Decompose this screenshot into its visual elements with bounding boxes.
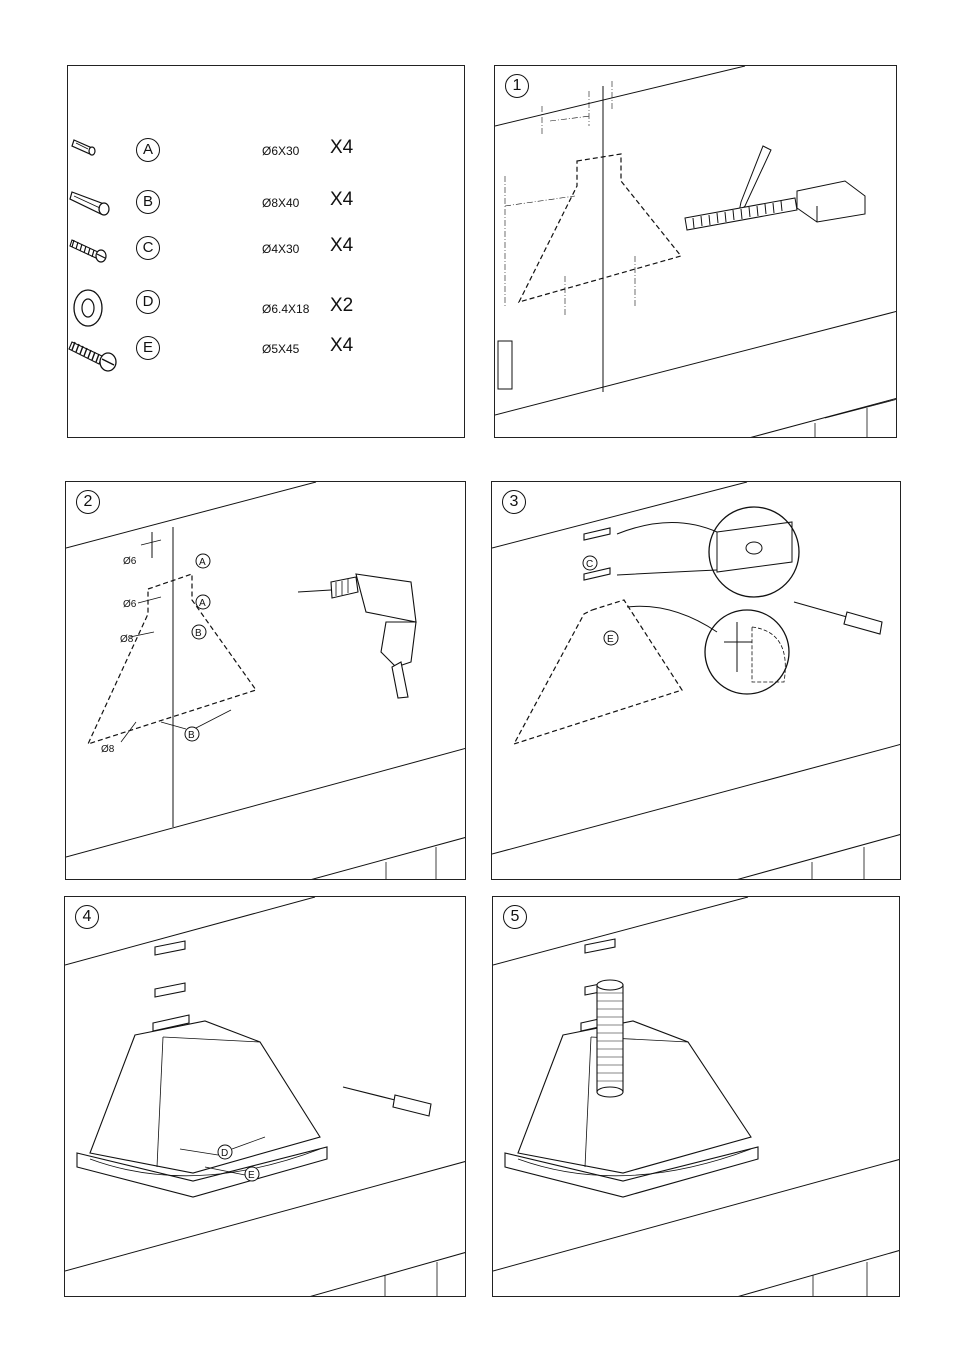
part-row-e: E Ø5X45 X4	[68, 332, 464, 372]
diameter-label-8-bottom: Ø8	[101, 744, 115, 755]
part-size: Ø6X30	[262, 144, 299, 158]
callout-d: D	[221, 1148, 228, 1159]
part-quantity: X2	[330, 295, 353, 317]
step-2-illustration: A A B B Ø6 Ø6 Ø8 Ø8	[66, 482, 466, 880]
wall-plug-large-icon	[68, 186, 118, 222]
part-quantity: X4	[330, 189, 353, 211]
part-size: Ø8X40	[262, 196, 299, 210]
wall-plug-small-icon	[68, 134, 108, 164]
part-size: Ø4X30	[262, 242, 299, 256]
callout-b-bottom: B	[188, 730, 195, 741]
part-quantity: X4	[330, 235, 353, 257]
diameter-label-6-mid: Ø6	[123, 599, 137, 610]
step-5-illustration	[493, 897, 900, 1297]
washer-icon	[68, 286, 108, 330]
step-4-illustration: D E	[65, 897, 466, 1297]
callout-b-top: B	[195, 628, 202, 639]
step-3-panel: 3	[491, 481, 901, 880]
callout-a-top: A	[199, 557, 206, 568]
callout-e: E	[248, 1170, 255, 1181]
step-1-illustration	[495, 66, 897, 438]
callout-a-mid: A	[199, 598, 206, 609]
step-3-illustration: C E	[492, 482, 901, 880]
part-letter-badge: E	[136, 336, 160, 360]
step-4-panel: 4 D E	[64, 896, 466, 1297]
callout-e: E	[607, 634, 614, 645]
part-row-c: C Ø4X30 X4	[68, 232, 464, 272]
part-letter-badge: B	[136, 190, 160, 214]
part-letter-badge: C	[136, 236, 160, 260]
part-quantity: X4	[330, 137, 353, 159]
part-letter-badge: D	[136, 290, 160, 314]
step-2-panel: 2	[65, 481, 466, 880]
part-letter-badge: A	[136, 138, 160, 162]
screw-small-icon	[68, 232, 118, 268]
step-1-panel: 1	[494, 65, 897, 438]
part-row-a: A Ø6X30 X4	[68, 134, 464, 174]
part-quantity: X4	[330, 335, 353, 357]
part-row-d: D Ø6.4X18 X2	[68, 286, 464, 326]
diameter-label-8-top: Ø8	[120, 634, 134, 645]
step-5-panel: 5	[492, 896, 900, 1297]
part-size: Ø5X45	[262, 342, 299, 356]
screw-large-icon	[68, 332, 124, 376]
diameter-label-6-top: Ø6	[123, 556, 137, 567]
part-row-b: B Ø8X40 X4	[68, 186, 464, 226]
parts-list-panel: A Ø6X30 X4 B Ø8X40 X4 C	[67, 65, 465, 438]
part-size: Ø6.4X18	[262, 302, 309, 316]
callout-c: C	[586, 559, 593, 570]
